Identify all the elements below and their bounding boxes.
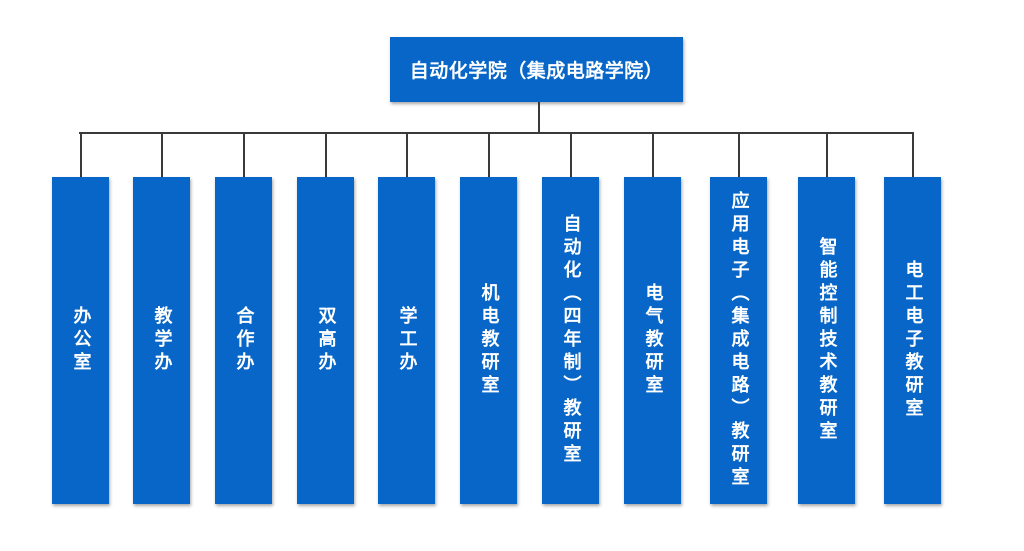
department-label: 电工电子教研室 <box>902 260 924 421</box>
department-connector <box>487 132 490 177</box>
department-label: 自动化（四年制）教研室 <box>560 214 582 467</box>
department-connector <box>324 132 327 177</box>
department-connector <box>160 132 163 177</box>
department-node: 应用电子（集成电路）教研室 <box>710 177 767 504</box>
department-label: 应用电子（集成电路）教研室 <box>728 191 750 490</box>
root-connector <box>538 102 540 133</box>
department-connector <box>242 132 245 177</box>
department-label: 电气教研室 <box>642 283 664 398</box>
department-label: 合作办 <box>233 306 255 375</box>
department-connector <box>651 132 654 177</box>
department-node: 电工电子教研室 <box>884 177 941 504</box>
department-connector <box>737 132 740 177</box>
department-node: 学工办 <box>378 177 435 504</box>
department-label: 双高办 <box>315 306 337 375</box>
department-node: 机电教研室 <box>460 177 517 504</box>
department-label: 教学办 <box>151 306 173 375</box>
department-connector <box>569 132 572 177</box>
department-label: 办公室 <box>70 306 92 375</box>
root-node-label: 自动化学院（集成电路学院） <box>409 60 664 82</box>
department-label: 机电教研室 <box>478 283 500 398</box>
department-node: 合作办 <box>215 177 272 504</box>
horizontal-bus <box>79 132 913 134</box>
department-node: 电气教研室 <box>624 177 681 504</box>
root-node: 自动化学院（集成电路学院） <box>390 37 683 102</box>
department-node: 办公室 <box>52 177 109 504</box>
department-node: 智能控制技术教研室 <box>798 177 855 504</box>
department-label: 学工办 <box>396 306 418 375</box>
department-connector <box>825 132 828 177</box>
department-node: 双高办 <box>297 177 354 504</box>
department-connector <box>911 132 914 177</box>
department-connector <box>79 132 82 177</box>
department-node: 自动化（四年制）教研室 <box>542 177 599 504</box>
department-connector <box>405 132 408 177</box>
department-label: 智能控制技术教研室 <box>816 237 838 444</box>
department-node: 教学办 <box>133 177 190 504</box>
